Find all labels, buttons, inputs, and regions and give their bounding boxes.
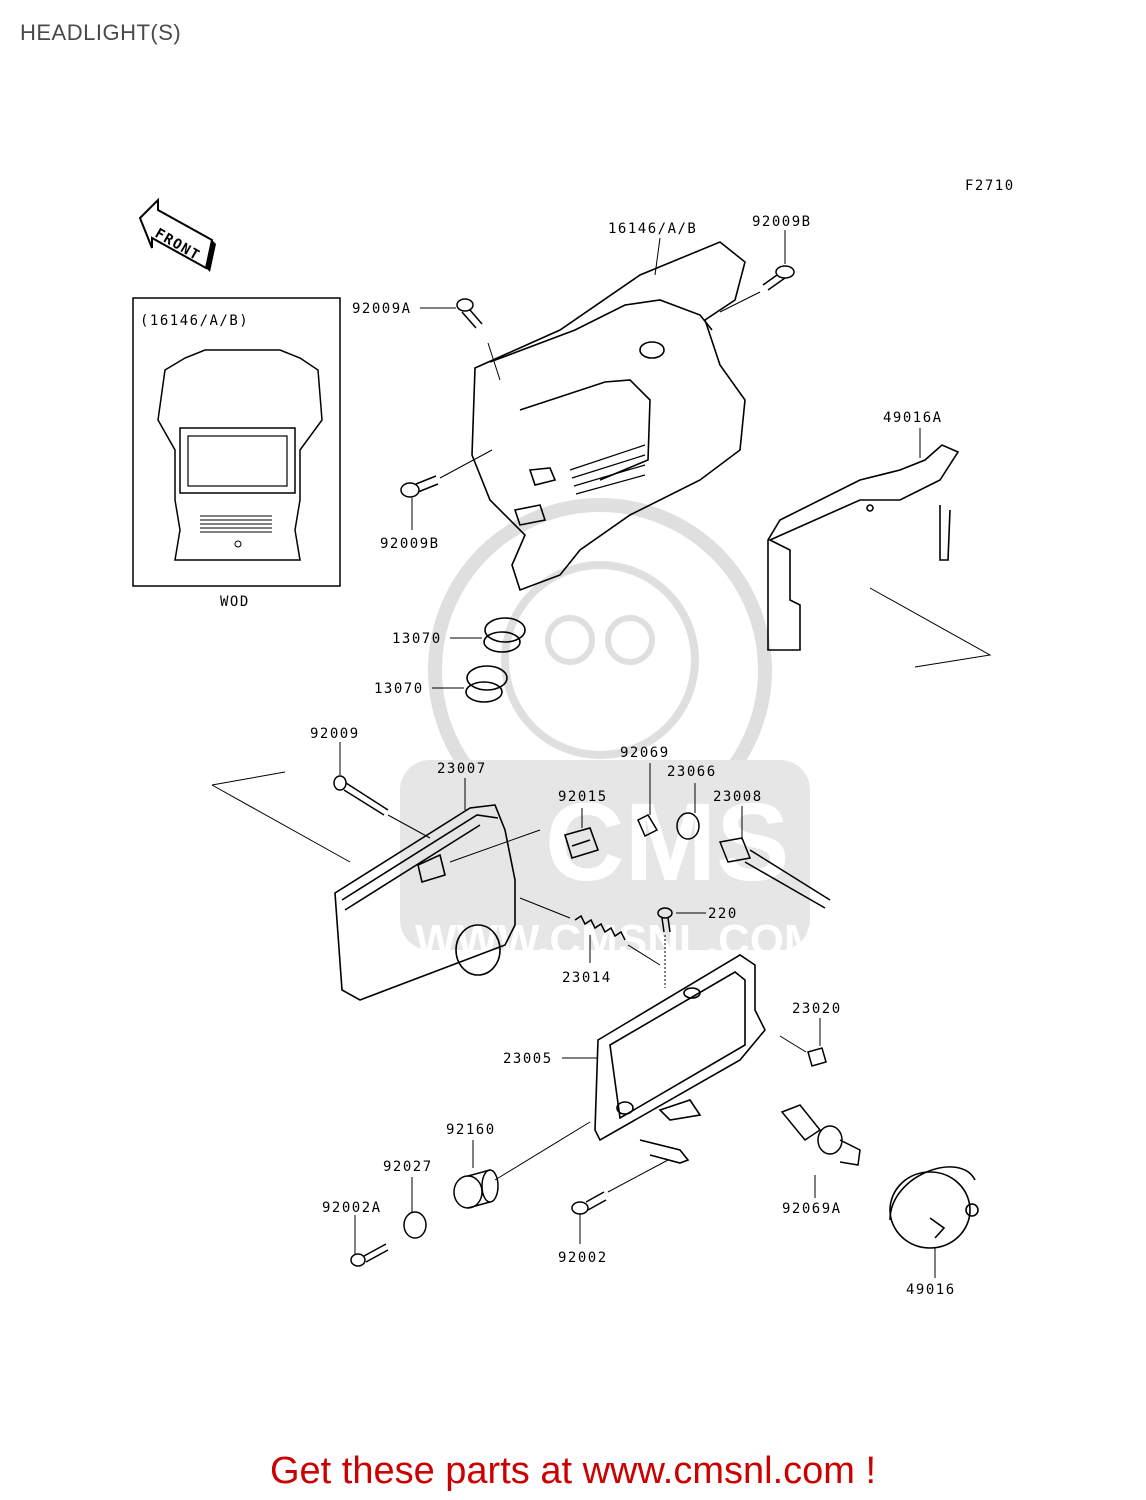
label-92069: 92069 xyxy=(620,745,670,761)
inset-caption: WOD xyxy=(220,594,250,610)
front-arrow-icon: FRONT xyxy=(138,197,216,272)
seal-49016A-part xyxy=(767,444,960,651)
label-92009: 92009 xyxy=(310,726,360,742)
headlight-cowl-part xyxy=(471,241,746,592)
inset-title: (16146/A/B) xyxy=(140,313,249,329)
label-23020: 23020 xyxy=(792,1001,842,1017)
collar-92027 xyxy=(403,1211,427,1239)
label-92009B-left: 92009B xyxy=(380,536,440,552)
clip-92015 xyxy=(563,827,600,860)
screw-92009A xyxy=(456,298,483,329)
label-92069A: 92069A xyxy=(782,1201,842,1217)
label-92027: 92027 xyxy=(383,1159,433,1175)
screw-92009B-left xyxy=(400,475,439,498)
headlight-unit-part xyxy=(334,804,516,1001)
grommet-92160 xyxy=(453,1169,499,1209)
screw-92009B-top xyxy=(762,265,795,291)
label-23007: 23007 xyxy=(437,761,487,777)
label-23014: 23014 xyxy=(562,970,612,986)
nut-23020 xyxy=(807,1047,827,1067)
label-49016: 49016 xyxy=(906,1282,956,1298)
boot-49016-part xyxy=(889,1166,979,1249)
label-220: 220 xyxy=(708,906,738,922)
label-13070-a: 13070 xyxy=(392,631,442,647)
label-92015: 92015 xyxy=(558,789,608,805)
label-23008: 23008 xyxy=(713,789,763,805)
label-92160: 92160 xyxy=(446,1122,496,1138)
label-92009B-top: 92009B xyxy=(752,214,812,230)
label-13070-b: 13070 xyxy=(374,681,424,697)
label-92002A: 92002A xyxy=(322,1200,382,1216)
label-16146: 16146/A/B xyxy=(608,221,697,237)
spring-23014 xyxy=(574,914,626,941)
bracket-23005-part xyxy=(594,954,766,1164)
figure-code: F2710 xyxy=(965,178,1015,194)
grommet-23066 xyxy=(676,812,700,840)
bulb-92069 xyxy=(637,814,659,838)
watermark-url: WWW.CMSNL.COM xyxy=(415,916,821,965)
bulb-92069A xyxy=(780,1104,861,1166)
page-title: HEADLIGHT(S) xyxy=(20,20,182,45)
label-49016A: 49016A xyxy=(883,410,943,426)
label-92009A: 92009A xyxy=(352,301,412,317)
watermark-brand: CMS xyxy=(545,781,789,904)
socket-23008 xyxy=(718,837,831,909)
cmsnl-watermark: CMS WWW.CMSNL.COM xyxy=(400,498,821,965)
screw-220 xyxy=(657,907,673,933)
grommet-13070-b xyxy=(465,665,508,703)
bolt-92002A xyxy=(350,1243,389,1267)
bolt-92002 xyxy=(571,1191,607,1215)
label-23005: 23005 xyxy=(503,1051,553,1067)
footer-link[interactable]: Get these parts at www.cmsnl.com ! xyxy=(269,1450,877,1492)
grommet-13070-a xyxy=(483,617,526,653)
screw-92009 xyxy=(333,775,389,816)
inset-box: (16146/A/B) WOD xyxy=(132,297,341,610)
label-92002: 92002 xyxy=(558,1250,608,1266)
label-23066: 23066 xyxy=(667,764,717,780)
